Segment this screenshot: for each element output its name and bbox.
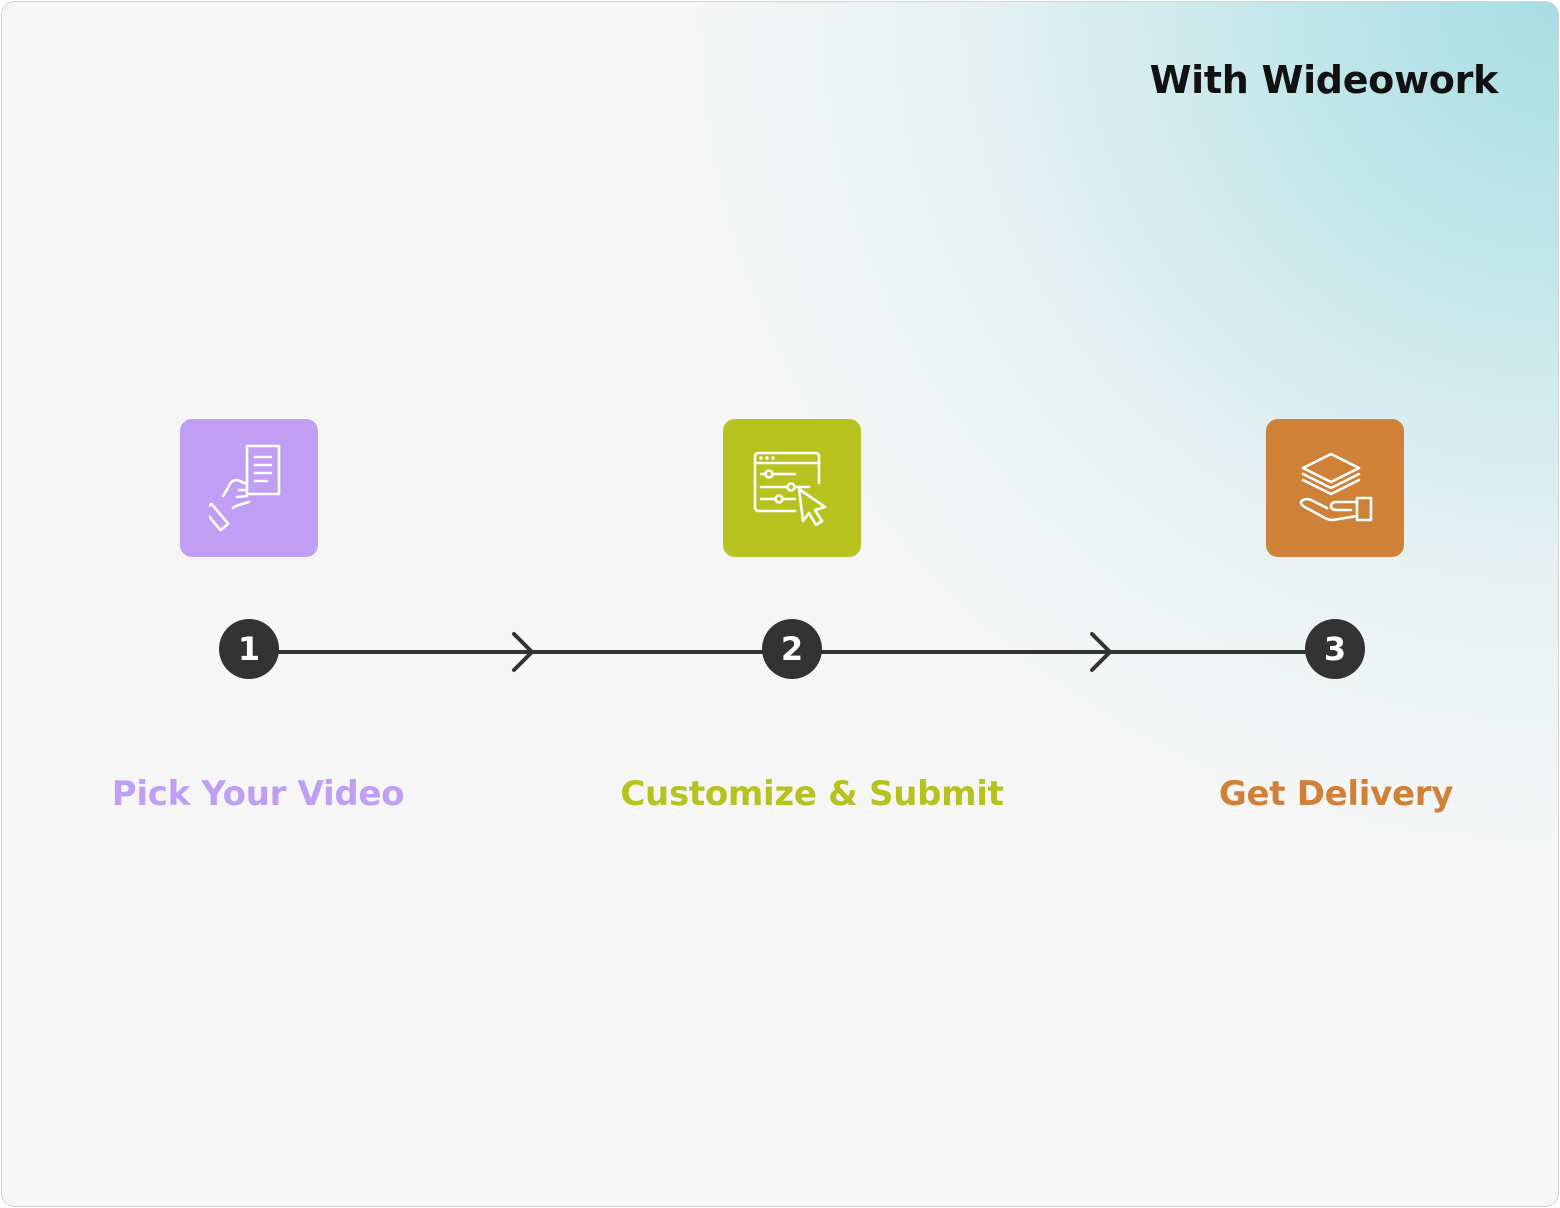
step-1-number: 1 <box>219 619 279 679</box>
step-1-icon-tile <box>180 419 318 557</box>
arrow-right-icon <box>1090 632 1112 672</box>
settings-window-cursor-icon <box>753 451 827 527</box>
step-3-label: Get Delivery <box>1218 774 1454 814</box>
step-3-icon-tile <box>1266 419 1404 557</box>
step-2-label: Customize & Submit <box>620 774 1004 814</box>
section-heading: With Wideowork <box>1149 58 1499 102</box>
step-1-label: Pick Your Video <box>111 774 405 814</box>
hand-layers-icon <box>1299 452 1373 522</box>
step-2-number: 2 <box>762 619 822 679</box>
arrow-right-icon <box>512 632 534 672</box>
hand-document-icon <box>209 444 281 532</box>
step-3-number: 3 <box>1305 619 1365 679</box>
step-2-icon-tile <box>723 419 861 557</box>
